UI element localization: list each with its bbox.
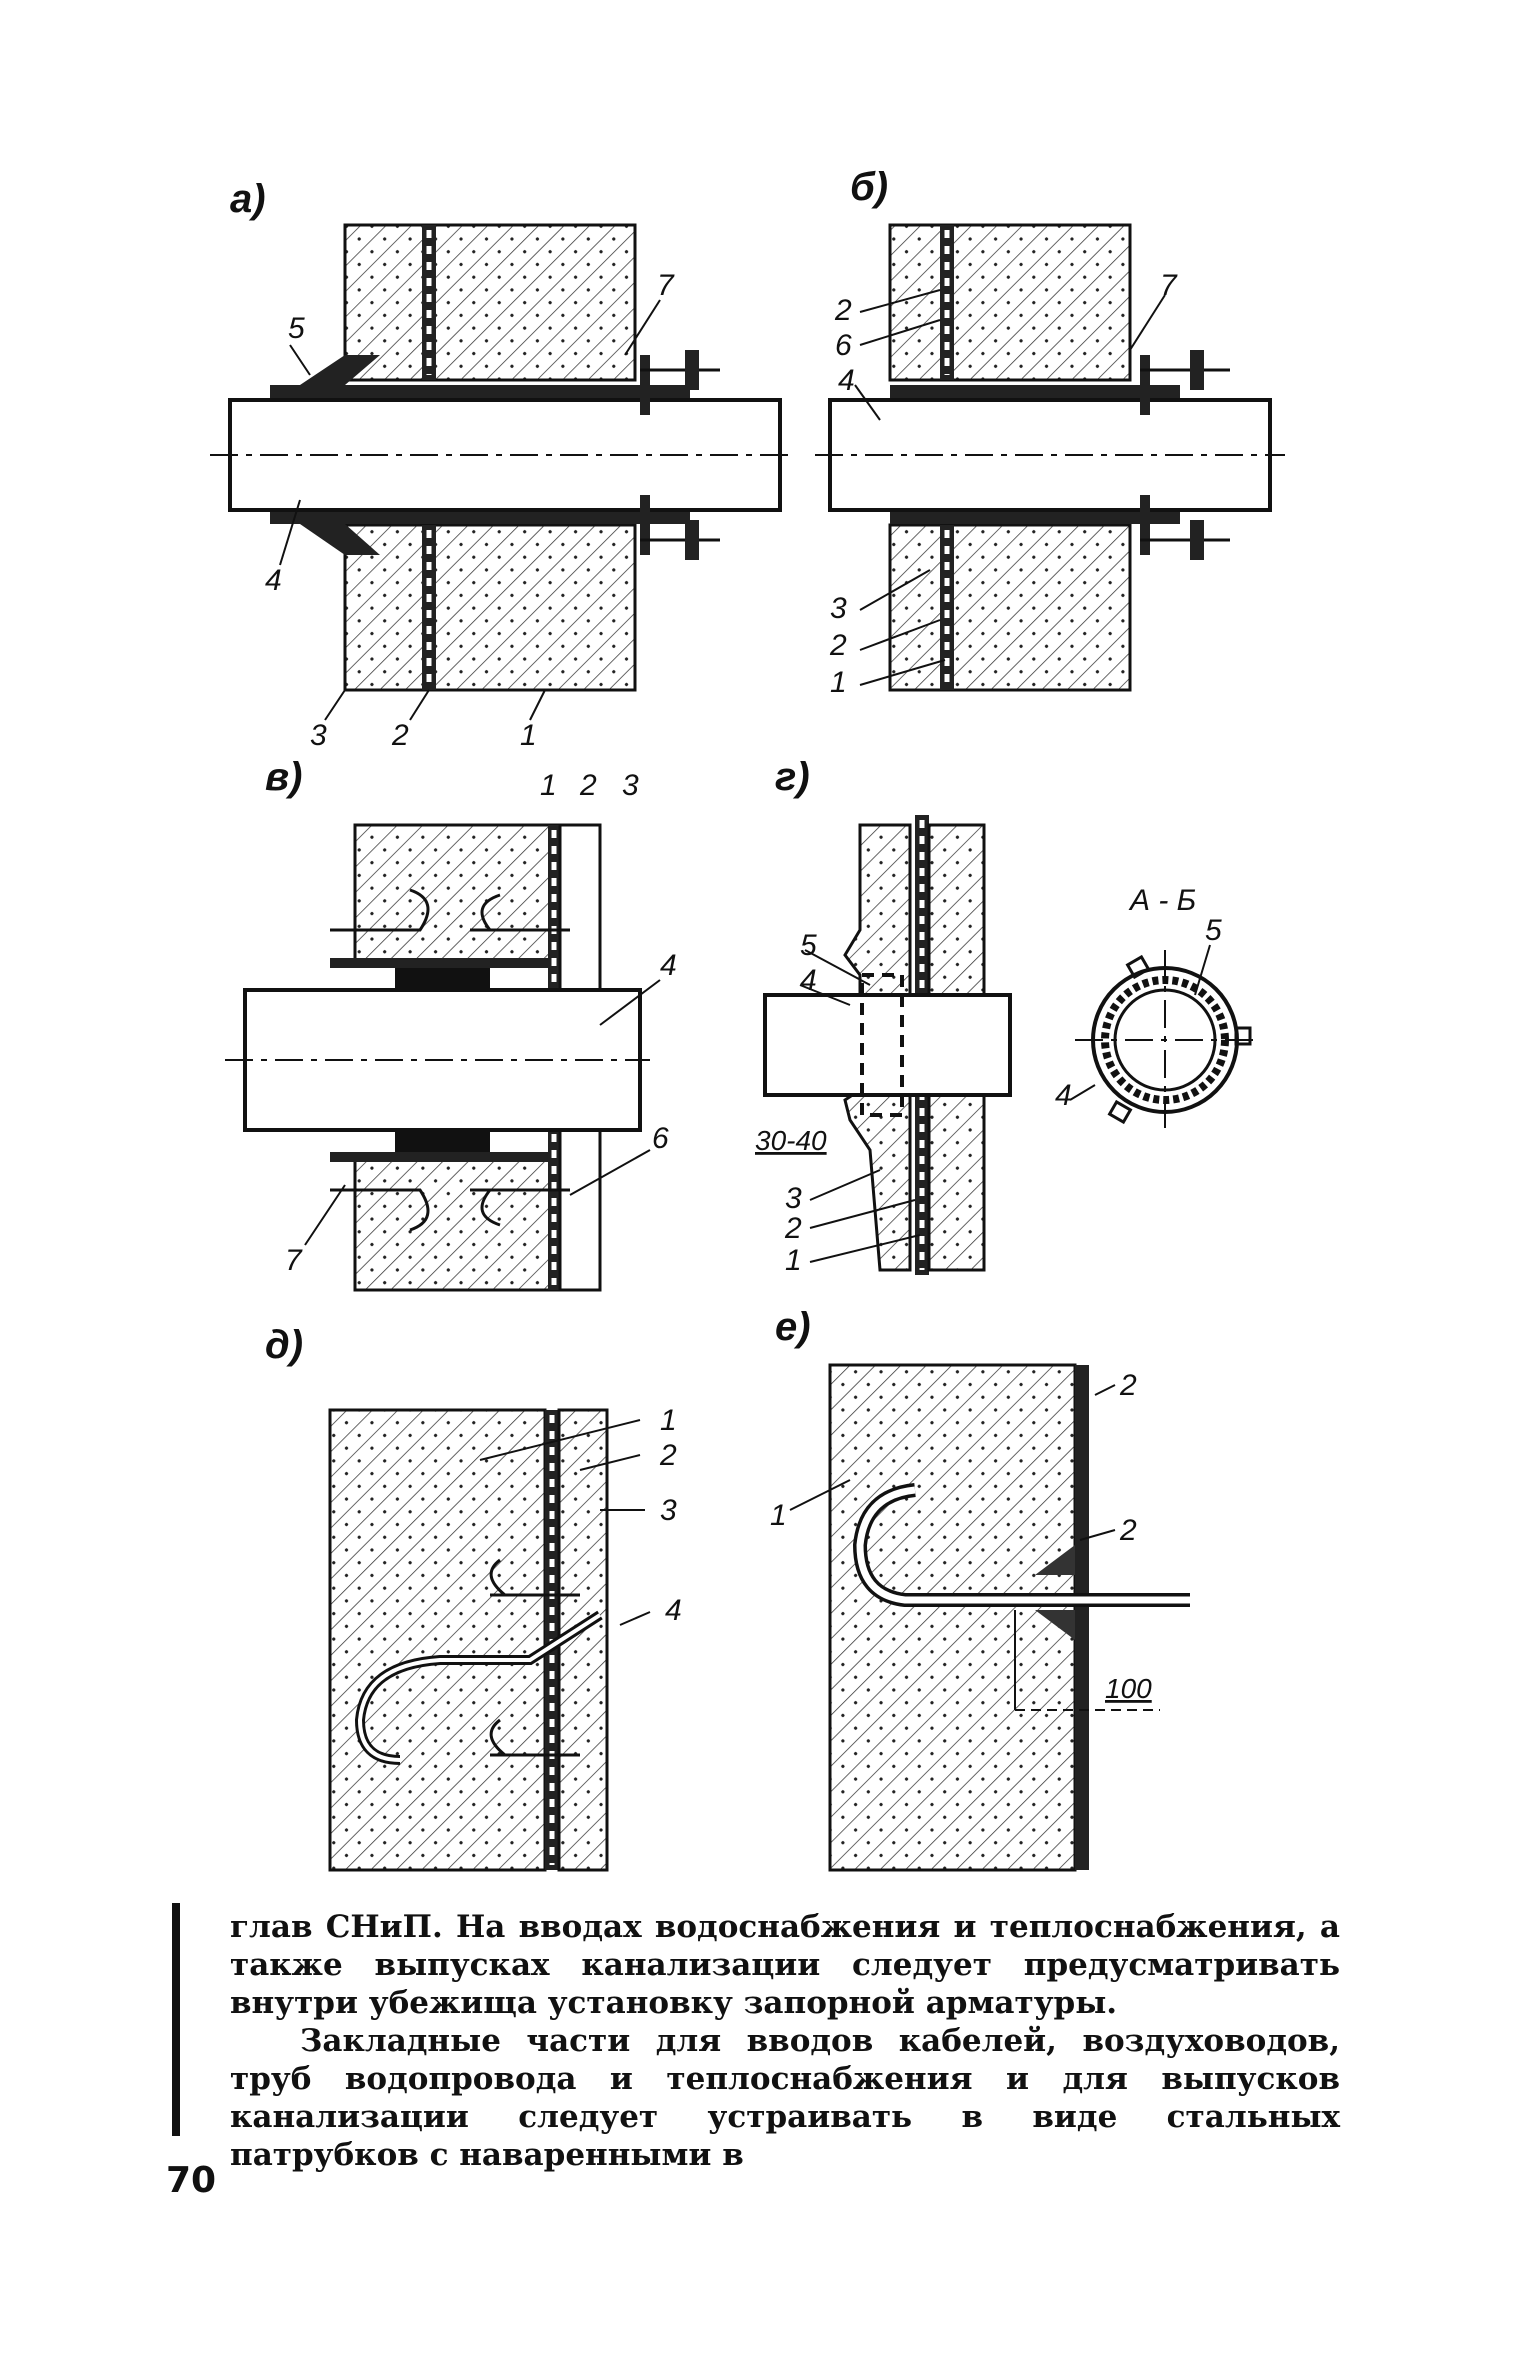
callout-5: 5 xyxy=(800,929,817,962)
callout-1: 1 xyxy=(520,719,537,752)
callout-1: 1 xyxy=(660,1404,677,1437)
dimension-30-40: 30-40 xyxy=(755,1125,827,1156)
body-text: глав СНиП. На вводах водоснабжения и теп… xyxy=(230,1908,1340,2174)
callout-2: 2 xyxy=(579,769,597,802)
callout-2: 2 xyxy=(659,1439,677,1472)
callout-1: 1 xyxy=(830,666,847,699)
panel-b: б) 2 6 7 4 3 2 1 xyxy=(815,165,1285,699)
section-callout-4: 4 xyxy=(1055,1079,1072,1112)
callout-2b: 2 xyxy=(1119,1514,1137,1547)
paragraph-1: глав СНиП. На вводах водоснабжения и теп… xyxy=(230,1909,1340,2021)
paragraph-2: Закладные части для вводов кабелей, возд… xyxy=(230,2023,1340,2173)
callout-2b: 2 xyxy=(829,629,847,662)
callout-3: 3 xyxy=(785,1182,802,1215)
callout-3: 3 xyxy=(622,769,639,802)
panel-a-title: а) xyxy=(230,177,266,221)
callout-7: 7 xyxy=(285,1244,303,1277)
margin-bar xyxy=(172,1903,180,2136)
callout-4: 4 xyxy=(800,964,817,997)
callout-2: 2 xyxy=(1119,1369,1137,1402)
callout-3: 3 xyxy=(830,592,847,625)
panel-e: е) 2 1 2 100 xyxy=(770,1305,1190,1872)
wall-upper xyxy=(343,223,637,382)
panel-d-title: д) xyxy=(265,1323,303,1367)
panel-b-title: б) xyxy=(850,165,888,209)
callout-6: 6 xyxy=(652,1122,669,1155)
callout-6: 6 xyxy=(835,329,852,362)
panel-d: д) 1 2 3 4 xyxy=(265,1323,682,1872)
pipe xyxy=(763,993,1012,1097)
callout-7: 7 xyxy=(1160,269,1178,302)
callout-4: 4 xyxy=(660,949,677,982)
callout-5: 5 xyxy=(288,312,305,345)
callout-3: 3 xyxy=(660,1494,677,1527)
callout-1: 1 xyxy=(770,1499,787,1532)
panel-e-title: е) xyxy=(775,1305,811,1349)
dimension-100: 100 xyxy=(1105,1673,1152,1704)
callout-4: 4 xyxy=(665,1594,682,1627)
callout-4: 4 xyxy=(265,564,282,597)
section-label: А - Б xyxy=(1128,884,1196,917)
wall-lower xyxy=(343,523,637,692)
callout-1: 1 xyxy=(785,1244,802,1277)
panel-a: а) 5 7 4 3 2 1 xyxy=(210,177,790,752)
callout-4: 4 xyxy=(838,364,855,397)
callout-3: 3 xyxy=(310,719,327,752)
callout-2: 2 xyxy=(391,719,409,752)
technical-drawing: а) 5 7 4 3 2 1 б) xyxy=(210,165,1285,1872)
callout-1: 1 xyxy=(540,769,557,802)
callout-7: 7 xyxy=(657,269,675,302)
callout-2: 2 xyxy=(784,1212,802,1245)
panel-g-title: г) xyxy=(775,755,810,799)
panel-g: г) 5 4 30-40 3 2 1 А - Б 5 4 xyxy=(755,755,1255,1277)
panel-v: в) 1 2 3 4 6 7 xyxy=(225,755,677,1292)
section-callout-5: 5 xyxy=(1205,914,1222,947)
panel-v-title: в) xyxy=(265,755,302,799)
callout-2: 2 xyxy=(834,294,852,327)
page-number: 70 xyxy=(166,2160,217,2201)
